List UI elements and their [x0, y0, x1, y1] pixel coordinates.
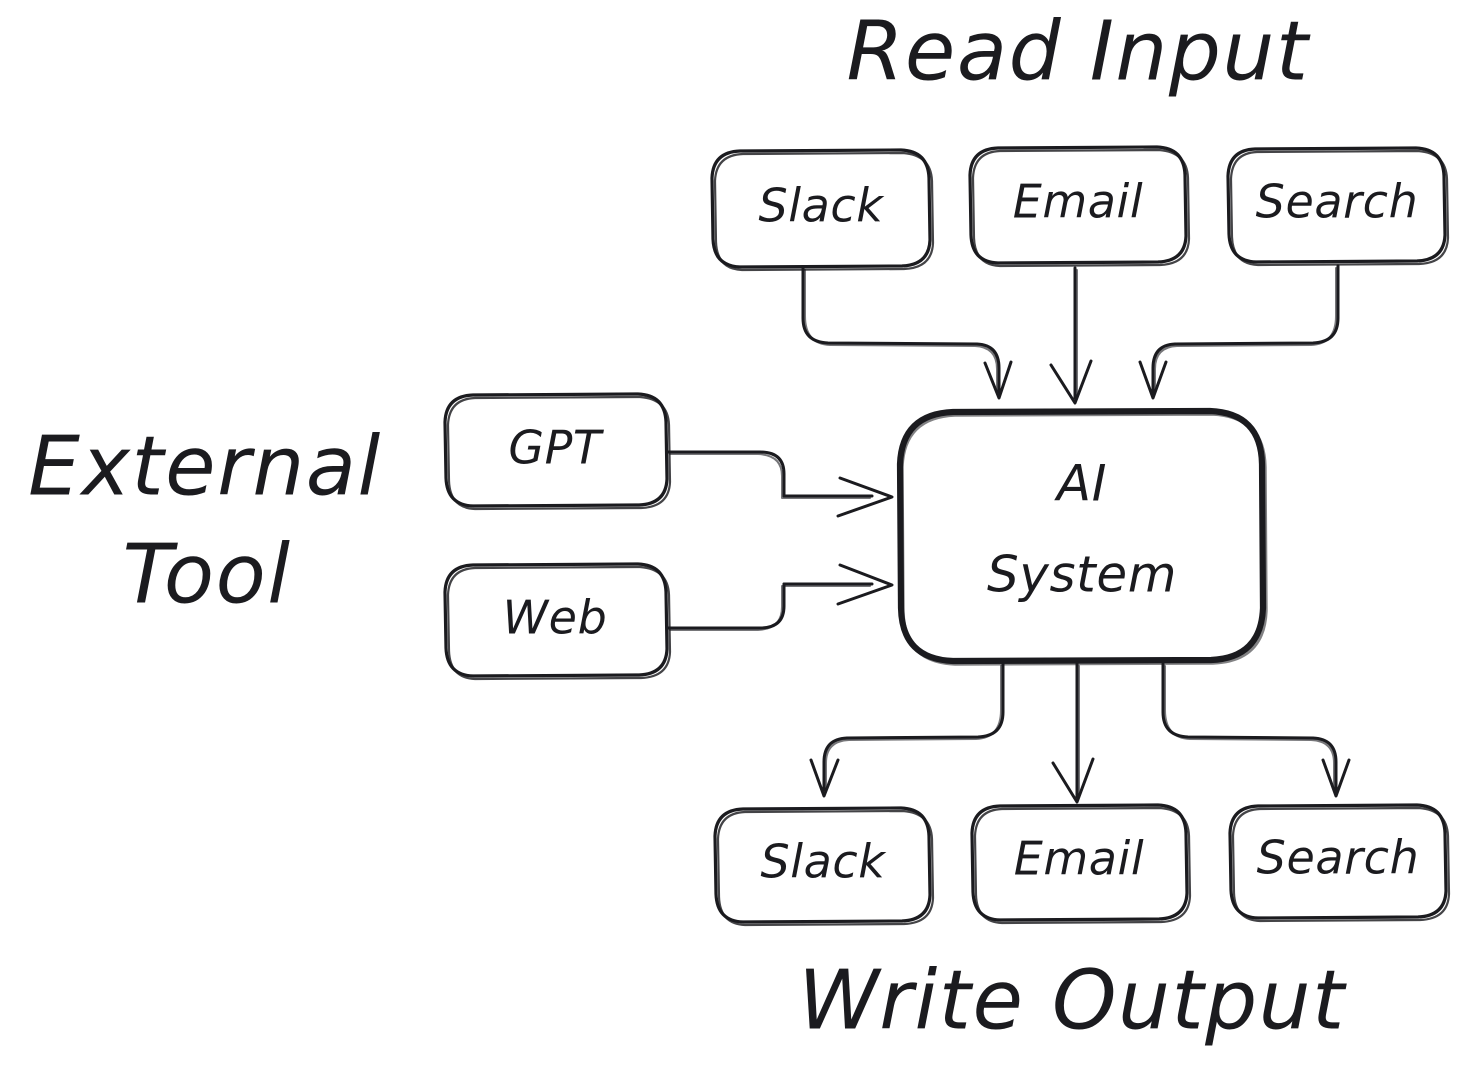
input-node-search[interactable]: Search [1226, 146, 1450, 267]
input-node-slack[interactable]: Slack [710, 148, 935, 272]
output-node-email[interactable]: Email [970, 803, 1192, 925]
input-node-search-label: Search [1256, 175, 1419, 229]
output-node-search[interactable]: Search [1228, 803, 1451, 923]
output-node-slack-label: Slack [760, 835, 887, 889]
edge-email-in-to-ai [1049, 266, 1093, 405]
input-node-slack-label: Slack [758, 179, 885, 233]
input-node-email-label: Email [1013, 175, 1144, 229]
edge-ai-to-email-out [1051, 662, 1095, 804]
center-node-ai-system[interactable]: AI System [896, 407, 1268, 666]
group-title-read-input: Read Input [846, 4, 1310, 99]
center-node-label-line1: AI [1054, 455, 1107, 513]
tool-node-gpt[interactable]: GPT [443, 392, 672, 511]
output-node-email-label: Email [1014, 832, 1145, 886]
group-title-external-tool-line2: Tool [122, 527, 291, 622]
edge-web-to-ai [666, 563, 894, 631]
tool-node-gpt-label: GPT [508, 421, 605, 475]
tool-node-web-label: Web [503, 591, 608, 645]
edge-gpt-to-ai [666, 450, 894, 518]
edge-ai-to-slack-out [809, 662, 1005, 798]
center-node-label-line2: System [987, 546, 1177, 604]
input-node-email[interactable]: Email [968, 145, 1191, 268]
edge-search-in-to-ai [1138, 264, 1340, 400]
edge-ai-to-search-out [1161, 662, 1351, 798]
tool-node-web[interactable]: Web [443, 562, 672, 681]
group-title-write-output: Write Output [798, 953, 1347, 1048]
output-node-search-label: Search [1257, 831, 1420, 885]
edge-slack-in-to-ai [801, 266, 1013, 400]
group-title-external-tool-line1: External [28, 419, 382, 514]
output-node-slack[interactable]: Slack [713, 806, 935, 927]
